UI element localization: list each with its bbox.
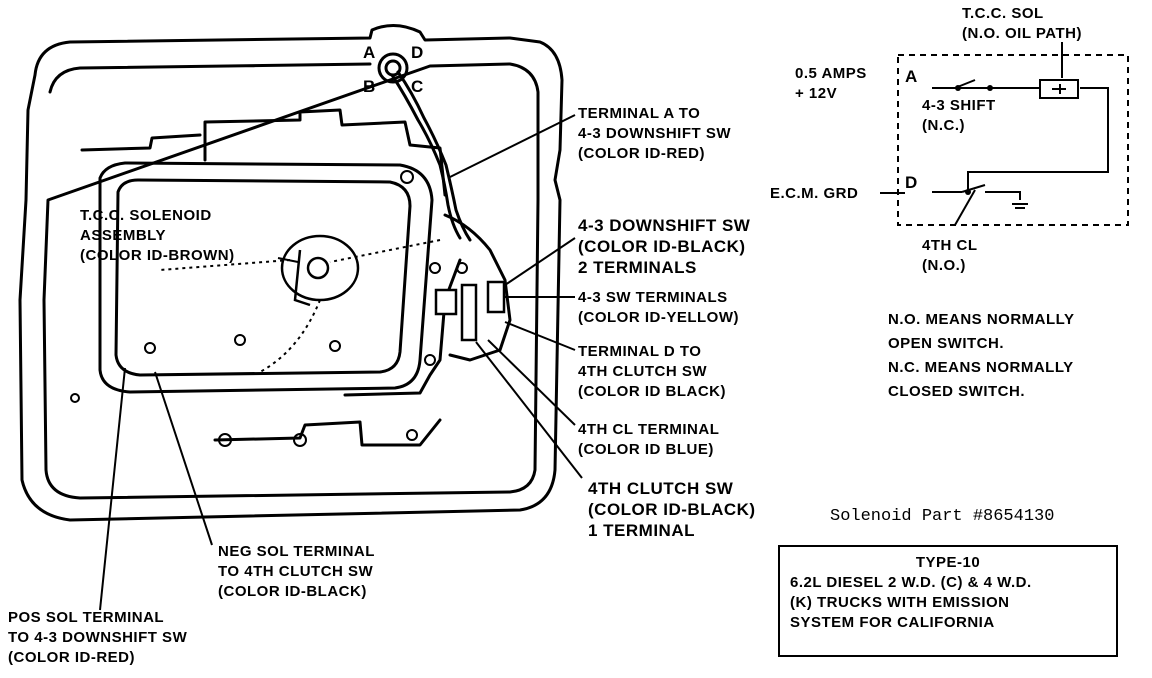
label-clutch-sw: 4TH CLUTCH SW (COLOR ID-BLACK) 1 TERMINA…: [588, 479, 756, 540]
cl-switch-leader: [954, 189, 976, 226]
schematic-node: [955, 85, 961, 91]
terminal-letter-a: A: [363, 43, 376, 62]
schematic-node-d: D: [905, 173, 918, 192]
bolt-hole: [429, 262, 441, 274]
wire-harness: [390, 73, 462, 240]
type-box-title: TYPE-10: [915, 554, 981, 571]
bolt-hole: [424, 354, 436, 366]
connector-inner: [384, 59, 402, 77]
case-inner-outline: [42, 62, 540, 500]
leader-clutch-sw: [475, 341, 583, 479]
schematic-tcc-sol: T.C.C. SOL (N.O. OIL PATH): [962, 5, 1082, 42]
label-neg-sol: NEG SOL TERMINAL TO 4TH CLUTCH SW (COLOR…: [218, 543, 375, 600]
terminal-letter-d: D: [411, 43, 424, 62]
schematic-ecm: E.C.M. GRD: [770, 185, 859, 202]
bolt-hole: [293, 433, 307, 447]
bolt-hole: [70, 393, 80, 403]
clutch-switch: [460, 283, 478, 342]
schematic-cl4: 4TH CL (N.O.): [922, 237, 978, 274]
bolt-hole: [329, 340, 341, 352]
right-detail: [443, 213, 512, 362]
label-sw-terminals: 4-3 SW TERMINALS (COLOR ID-YELLOW): [578, 289, 739, 326]
type-box-line: SYSTEM FOR CALIFORNIA: [790, 614, 995, 631]
schematic-shift: 4-3 SHIFT (N.C.): [922, 97, 996, 134]
schematic-node: [987, 85, 993, 91]
schematic-amps: 0.5 AMPS + 12V: [795, 65, 867, 102]
type-box: TYPE-10 6.2L DIESEL 2 W.D. (C) & 4 W.D. …: [778, 545, 1118, 657]
leader-tcc-solenoid: [277, 257, 299, 263]
schematic-dashed-frame: [897, 54, 1129, 226]
label-terminal-a: TERMINAL A TO 4-3 DOWNSHIFT SW (COLOR ID…: [578, 105, 731, 162]
leader-neg-sol: [154, 371, 213, 546]
schematic-circuit: [932, 87, 1109, 193]
terminal-letter-c: C: [411, 77, 424, 96]
schematic-node-a: A: [905, 67, 918, 86]
type-box-line: (K) TRUCKS WITH EMISSION: [790, 594, 1010, 611]
bolt-hole: [144, 342, 156, 354]
connector-outer: [377, 52, 409, 84]
label-terminal-d: TERMINAL D TO 4TH CLUTCH SW (COLOR ID BL…: [578, 343, 726, 400]
ground-symbol: [1000, 191, 1028, 209]
valve-body-frame: [98, 161, 434, 394]
leader-downshift-sw: [504, 237, 576, 286]
upper-plate: [80, 108, 447, 197]
leader-terminal-a: [447, 114, 576, 179]
leader-pos-sol: [99, 367, 126, 611]
case-outline: [18, 24, 564, 522]
downshift-switch: [486, 280, 506, 314]
label-pos-sol: POS SOL TERMINAL TO 4-3 DOWNSHIFT SW (CO…: [8, 609, 188, 666]
part-number: Solenoid Part #8654130: [830, 507, 1055, 526]
notes: N.O. MEANS NORMALLY OPEN SWITCH. N.C. ME…: [888, 311, 1075, 400]
lower-plate: [213, 258, 462, 447]
dotted-wire: [159, 239, 441, 373]
solenoid-core: [306, 256, 330, 280]
valve-body-inner: [114, 178, 412, 377]
bolt-hole: [406, 429, 418, 441]
bolt-hole: [400, 170, 414, 184]
label-downshift-sw: 4-3 DOWNSHIFT SW (COLOR ID-BLACK) 2 TERM…: [578, 216, 751, 277]
solenoid-body: [280, 234, 360, 302]
wire-harness-2: [396, 70, 472, 242]
type-box-line: 6.2L DIESEL 2 W.D. (C) & 4 W.D.: [790, 574, 1032, 591]
leader-terminal-d: [504, 321, 576, 351]
bolt-hole: [234, 334, 246, 346]
solenoid-bracket: [293, 249, 311, 307]
terminal-block: [434, 288, 458, 316]
label-tcc-solenoid: T.C.C. SOLENOID ASSEMBLY (COLOR ID-BROWN…: [80, 207, 235, 264]
schematic-node: [965, 189, 971, 195]
terminal-letter-b: B: [363, 77, 376, 96]
tcc-sol-diode: [1052, 84, 1066, 94]
label-cl-terminal: 4TH CL TERMINAL (COLOR ID BLUE): [578, 421, 720, 458]
bolt-hole: [456, 262, 468, 274]
leader-cl-terminal: [487, 339, 576, 426]
bolt-hole: [218, 433, 232, 447]
tcc-sol-coil: [1039, 79, 1079, 99]
